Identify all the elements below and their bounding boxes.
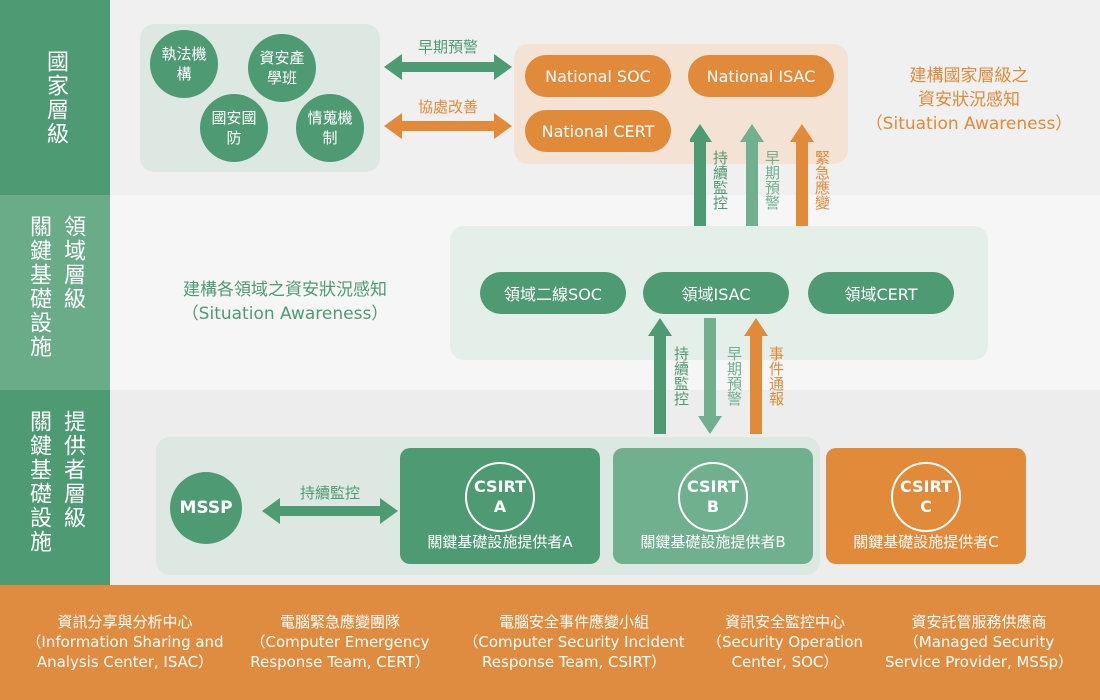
agency-law-enforcement: 執法機構: [150, 30, 218, 98]
sidebar-domain: 關鍵基礎設施 領域層級: [0, 195, 110, 390]
national-awareness-text: 建構國家層級之 資安狀況感知 （Situation Awareness）: [856, 64, 1082, 136]
coordination-arrow: [384, 113, 512, 139]
legend-soc-en2: Center, SOC）: [731, 653, 839, 671]
warning-label-2: 早期預警: [725, 346, 743, 406]
arrows-domain-provider: [648, 318, 768, 434]
domain-awareness-text: 建構各領域之資安狀況感知 （Situation Awareness）: [150, 278, 420, 326]
legend-soc-zh: 資訊安全監控中心: [724, 613, 845, 631]
csirt-a-card: CSIRT A 關鍵基礎設施提供者A: [400, 448, 600, 564]
emergency-arrow-both: [790, 124, 814, 246]
mssp-node: MSSP: [170, 472, 242, 544]
csirt-c-letter: C: [920, 497, 932, 516]
csirt-a-caption: 關鍵基礎設施提供者A: [427, 533, 573, 551]
national-isac: National ISAC: [688, 55, 834, 97]
legend-csirt-zh: 電腦安全事件應變小組: [498, 613, 649, 631]
domain-level-label: 關鍵基礎設施: [26, 215, 51, 359]
legend-soc-en1: （Security Operation: [706, 633, 863, 651]
monitor-label-1: 持續監控: [711, 150, 729, 210]
legend-cert-zh: 電腦緊急應變團隊: [279, 613, 400, 631]
csirt-a-letter: A: [493, 497, 507, 516]
csirt-b-letter: B: [706, 497, 720, 516]
monitor-arrow-up-2: [648, 318, 672, 434]
emergency-label-1: 緊急應變: [813, 150, 831, 210]
early-warning-arrow: [384, 54, 512, 80]
legend-mssp-en2: Service Provider, MSSp）: [884, 653, 1073, 671]
legend-mssp: 資安託管服務供應商 （Managed Security Service Prov…: [876, 612, 1082, 672]
domain-isac: 領域ISAC: [643, 272, 789, 314]
csirt-a-badge: CSIRT A: [465, 462, 535, 532]
domain-cert: 領域CERT: [808, 272, 954, 314]
legend-csirt-en1: （Computer Security Incident: [463, 633, 685, 651]
legend-mssp-en1: （Managed Security: [903, 633, 1055, 651]
warning-arrow-both: [740, 124, 764, 246]
legend-cert-en1: （Computer Emergency: [250, 633, 430, 651]
arrows-national-horizontal: [384, 54, 512, 139]
national-soc: National SOC: [525, 55, 671, 97]
legend-band: [0, 585, 1100, 700]
agency-academia: 資安產學班: [248, 34, 316, 102]
csirt-b-title: CSIRT: [686, 477, 740, 496]
csirt-b-card: CSIRT B 關鍵基礎設施提供者B: [613, 448, 813, 564]
csirt-c-card: CSIRT C 關鍵基礎設施提供者C: [826, 448, 1026, 564]
mssp-monitor-label: 持續監控: [299, 484, 360, 502]
report-arrow-up: [744, 318, 768, 434]
mssp-monitor-arrow: [262, 498, 398, 524]
national-level-label: 國家層級: [43, 49, 68, 146]
csirt-c-caption: 關鍵基礎設施提供者C: [853, 533, 999, 551]
agency-defense: 國安國防: [200, 94, 268, 162]
coordination-label: 協處改善: [417, 98, 478, 116]
warning-label-1: 早期預警: [763, 150, 781, 210]
legend-isac: 資訊分享與分析中心 （Information Sharing and Analy…: [20, 612, 230, 672]
legend-soc: 資訊安全監控中心 （Security Operation Center, SOC…: [700, 612, 870, 672]
national-awareness-line2: 資安狀況感知: [918, 90, 1020, 110]
legend-isac-zh: 資訊分享與分析中心: [57, 613, 193, 631]
domain-soc: 領域二線SOC: [480, 272, 626, 314]
national-cert: National CERT: [525, 110, 671, 152]
agency-intelligence: 情蒐機制: [296, 94, 364, 162]
legend-isac-en1: （Information Sharing and: [26, 633, 224, 651]
csirt-c-badge: CSIRT C: [891, 462, 961, 532]
report-label-2: 事件通報: [767, 346, 785, 406]
legend-cert: 電腦緊急應變團隊 （Computer Emergency Response Te…: [240, 612, 440, 672]
arrows-national-domain: [690, 124, 814, 246]
national-awareness-line3: （Situation Awareness）: [865, 114, 1073, 134]
csirt-c-title: CSIRT: [899, 477, 953, 496]
domain-awareness-line1: 建構各領域之資安狀況感知: [183, 280, 387, 300]
legend-cert-en2: Response Team, CERT）: [250, 653, 430, 671]
legend-mssp-zh: 資安託管服務供應商: [911, 613, 1047, 631]
domain-awareness-line2: （Situation Awareness）: [181, 304, 389, 324]
warning-arrow-down: [698, 318, 722, 434]
sidebar-provider: 關鍵基礎設施 提供者層級: [0, 390, 110, 585]
sidebar-national: 國家層級: [0, 0, 110, 195]
provider-level-label-2: 提供者層級: [60, 410, 85, 530]
csirt-a-title: CSIRT: [473, 477, 527, 496]
domain-level-label-2: 領域層級: [60, 215, 85, 311]
legend-csirt: 電腦安全事件應變小組 （Computer Security Incident R…: [456, 612, 692, 672]
provider-level-label: 關鍵基礎設施: [26, 410, 51, 554]
legend-csirt-en2: Response Team, CSIRT）: [482, 653, 666, 671]
csirt-b-caption: 關鍵基礎設施提供者B: [640, 533, 786, 551]
csirt-b-badge: CSIRT B: [678, 462, 748, 532]
early-warning-label: 早期預警: [417, 38, 478, 56]
legend-isac-en2: Analysis Center, ISAC）: [36, 653, 214, 671]
monitor-arrow-up: [690, 124, 712, 246]
monitor-label-2: 持續監控: [672, 346, 690, 406]
national-awareness-line1: 建構國家層級之: [909, 66, 1029, 86]
